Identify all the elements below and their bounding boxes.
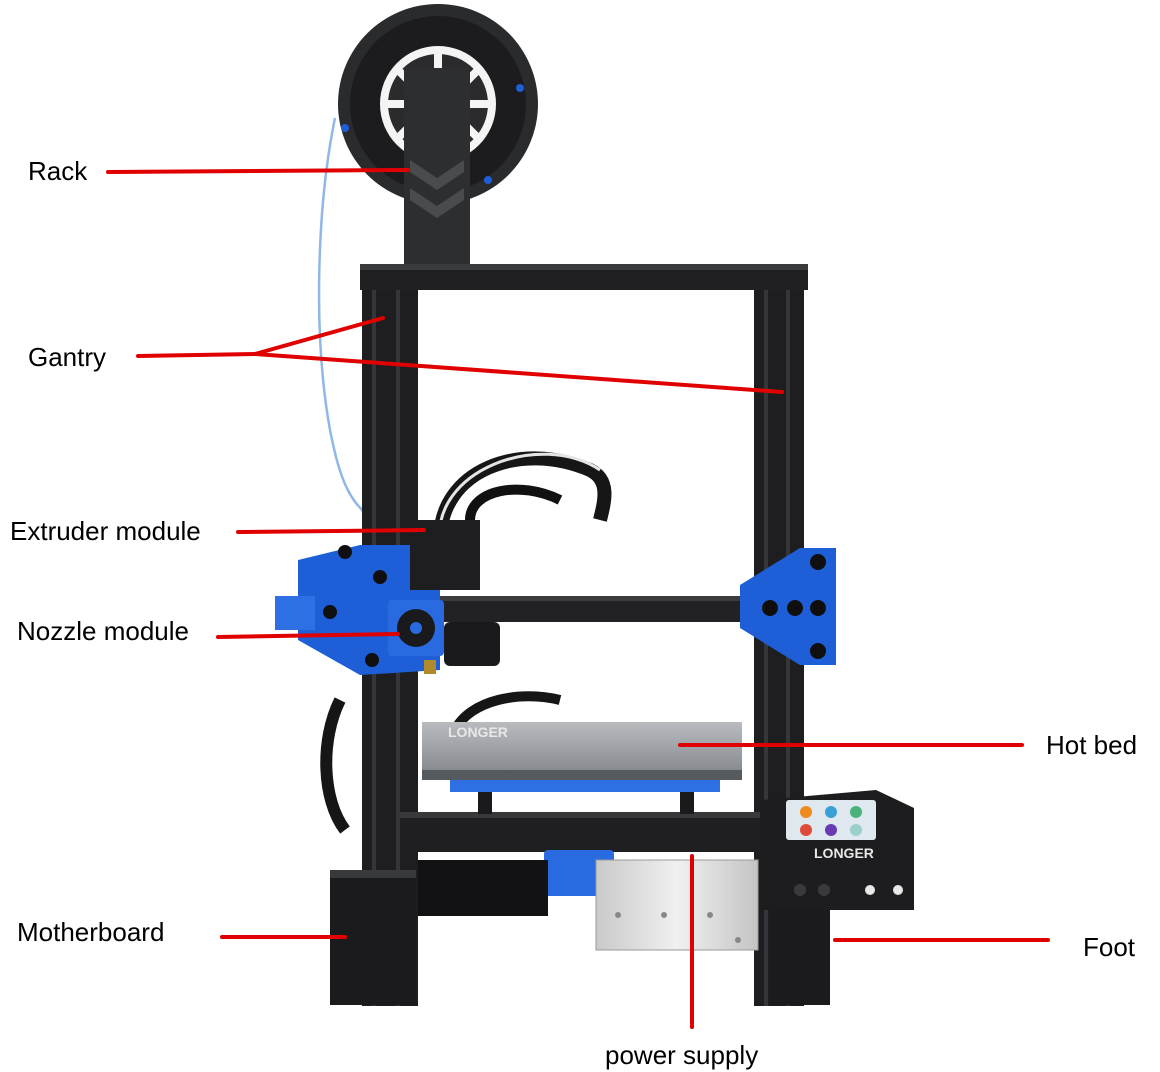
label-rack: Rack [28,156,88,186]
label-hot-bed: Hot bed [1046,730,1138,760]
base-frame-right [770,900,830,1005]
label-motherboard: Motherboard [17,917,165,947]
spool-holder [404,68,470,268]
base-crossbar [400,812,760,852]
nozzle-leader [216,632,400,639]
power-supply-unit [595,859,759,951]
motherboard-box [418,860,548,916]
leader-lines [106,168,1050,1029]
label-power-supply: power supply [605,1040,759,1070]
label-extruder-module: Extruder module [10,516,201,546]
nozzle-fan [388,600,500,674]
gantry-leader-main [136,352,257,358]
control-box: LONGER [762,790,914,910]
label-gantry: Gantry [28,342,107,372]
filament-tube [317,117,386,527]
gantry-leader-left [253,316,385,356]
hot-bed: LONGER [422,722,742,814]
bed-logo: LONGER [448,724,508,740]
label-foot: Foot [1083,932,1136,962]
screen-logo: LONGER [814,845,874,861]
label-nozzle-module: Nozzle module [17,616,189,646]
gantry-leader-right [253,352,784,394]
extruder-leader [236,528,426,534]
rack-leader [106,168,410,174]
